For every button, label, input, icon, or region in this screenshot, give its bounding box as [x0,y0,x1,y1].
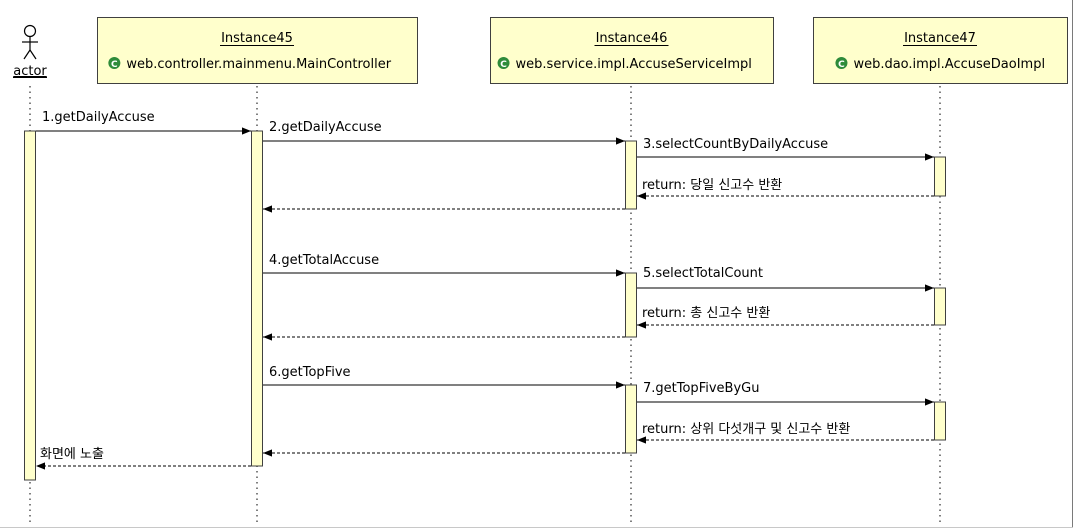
class-name-dao: web.dao.impl.AccuseDaoImpl [853,57,1045,72]
class-icon-circle [497,57,510,69]
message-label-11: 7.getTopFiveByGu [643,381,759,396]
activation-bar-svc-3 [625,272,637,338]
message-label-2: 2.getDailyAccuse [269,120,382,135]
message-label-3: 3.selectCountByDailyAccuse [643,137,828,152]
instance-name-svc: Instance46 [596,31,668,46]
lifeline-box-dao [813,17,1068,84]
class-icon: C [835,57,848,70]
activation-bar-dao-6 [934,287,946,326]
message-label-1: 1.getDailyAccuse [42,110,155,125]
actor-leg-right-shape [29,49,37,60]
class-icon-circle [835,57,848,69]
actor-head-shape [23,24,37,38]
class-name-main: web.controller.mainmenu.MainController [126,57,391,72]
class-name-svc: web.service.impl.AccuseServiceImpl [516,57,752,72]
activation-bar-main-1 [251,130,263,467]
message-label-12: return: 상위 다섯개구 및 신고수 반환 [642,422,850,437]
actor-label: actor [13,64,47,79]
message-label-10: 6.getTopFive [269,365,351,380]
instance-name-main: Instance45 [221,31,293,46]
class-icon-letter: C [500,60,507,70]
lifeline-box-svc [490,17,774,84]
class-icon: C [497,57,510,70]
activation-bar-svc-2 [625,140,637,210]
class-icon-letter: C [838,60,845,70]
instance-name-dao: Instance47 [904,31,976,46]
activation-bar-dao-5 [934,156,946,197]
class-icon-letter: C [111,60,118,70]
lifeline-box-main [97,17,418,84]
activation-bar-svc-4 [625,384,637,454]
message-label-4: return: 당일 신고수 반환 [642,178,782,193]
activation-bar-actor-0 [24,130,36,481]
activation-bar-dao-7 [934,401,946,441]
class-icon-circle [108,57,121,69]
message-label-7: 5.selectTotalCount [643,266,763,281]
class-icon: C [108,57,121,70]
actor-icon [22,24,38,60]
actor-leg-left-shape [23,49,31,60]
message-label-6: 4.getTotalAccuse [269,253,379,268]
message-label-14: 화면에 노출 [40,447,104,462]
message-label-8: return: 총 신고수 반환 [642,306,770,321]
